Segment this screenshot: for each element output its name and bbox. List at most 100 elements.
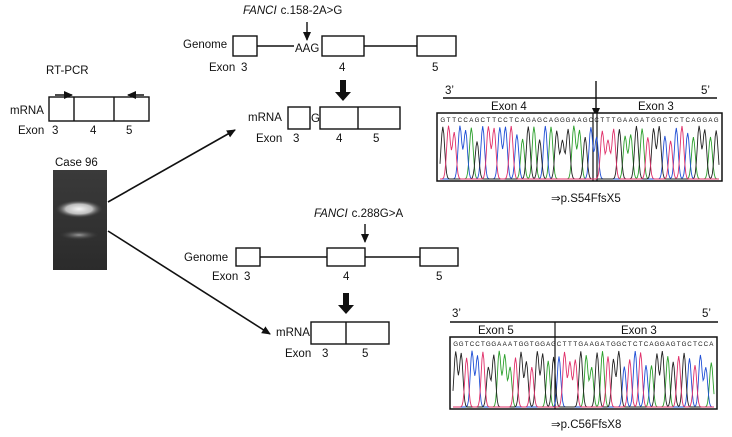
top-chromatogram-traces bbox=[439, 125, 720, 180]
top-base-47: A bbox=[708, 117, 713, 124]
top-mrna-exon45 bbox=[319, 106, 401, 130]
bottom-mrna-box bbox=[310, 321, 390, 345]
bottom-mrna-exon3-num: 3 bbox=[322, 348, 328, 360]
top-mrna-exon3-num: 3 bbox=[293, 133, 299, 145]
bottom-base-36: A bbox=[649, 341, 654, 348]
top-mrna-g: G bbox=[311, 113, 320, 125]
bottom-base-8: A bbox=[497, 341, 502, 348]
top-aag-label: AAG bbox=[295, 43, 319, 55]
bottom-base-34: T bbox=[639, 341, 643, 348]
bottom-base-11: T bbox=[514, 341, 518, 348]
bottom-seq-3prime: 3’ bbox=[452, 308, 461, 320]
bottom-seq-exon-left: Exon 5 bbox=[478, 325, 514, 337]
bottom-genome-exon4-num: 4 bbox=[343, 271, 350, 283]
bottom-chromatogram-frame bbox=[449, 336, 718, 410]
top-mrna-exon3 bbox=[287, 106, 311, 130]
top-base-45: G bbox=[697, 117, 702, 124]
top-base-11: C bbox=[503, 117, 508, 124]
bottom-base-44: T bbox=[693, 341, 697, 348]
top-base-34: G bbox=[634, 117, 639, 124]
top-genome-label: Genome bbox=[183, 39, 227, 51]
top-base-48: G bbox=[714, 117, 719, 124]
bottom-base-35: C bbox=[644, 341, 649, 348]
top-base-0: G bbox=[440, 117, 445, 124]
top-seq-exon-left: Exon 4 bbox=[491, 101, 527, 113]
bottom-genome-exon-prefix: Exon bbox=[212, 271, 238, 283]
bottom-transcription-arrow bbox=[338, 293, 354, 314]
rtpcr-exon-prefix: Exon bbox=[18, 125, 44, 137]
top-base-40: T bbox=[669, 117, 673, 124]
top-base-7: C bbox=[480, 117, 485, 124]
top-base-16: A bbox=[532, 117, 537, 124]
top-base-1: T bbox=[447, 117, 451, 124]
top-base-24: A bbox=[577, 117, 582, 124]
bottom-genome-label: Genome bbox=[184, 252, 228, 264]
rtpcr-exon-3: 3 bbox=[52, 125, 58, 137]
bottom-base-33: C bbox=[633, 341, 638, 348]
rtpcr-panel: RT-PCR mRNA Exon 3 4 5 bbox=[10, 65, 150, 137]
top-base-9: T bbox=[492, 117, 496, 124]
bottom-base-3: C bbox=[470, 341, 475, 348]
bottom-base-14: T bbox=[530, 341, 534, 348]
bottom-base-13: G bbox=[524, 341, 529, 348]
bottom-mrna-exon-prefix: Exon bbox=[285, 348, 311, 360]
bottom-chromatogram-traces bbox=[452, 350, 715, 408]
top-mrna-exon5-num: 5 bbox=[373, 133, 379, 145]
bottom-base-17: A bbox=[546, 341, 551, 348]
top-base-28: T bbox=[600, 117, 604, 124]
bottom-genome-exon3 bbox=[235, 247, 261, 267]
top-base-35: A bbox=[640, 117, 645, 124]
top-mrna-exon4-num: 4 bbox=[336, 133, 343, 145]
bottom-mrna-exon5-num: 5 bbox=[362, 348, 368, 360]
rtpcr-exon-4: 4 bbox=[90, 125, 97, 137]
top-transcription-arrow bbox=[335, 80, 351, 101]
rtpcr-exon-5: 5 bbox=[126, 125, 132, 137]
top-base-25: G bbox=[583, 117, 588, 124]
top-base-21: G bbox=[560, 117, 565, 124]
arrow-to-top-mrna bbox=[107, 129, 236, 203]
top-base-17: G bbox=[537, 117, 542, 124]
top-mrna-exon-prefix: Exon bbox=[256, 133, 282, 145]
top-base-10: C bbox=[498, 117, 503, 124]
bottom-base-9: A bbox=[503, 341, 508, 348]
bottom-base-42: G bbox=[682, 341, 687, 348]
top-genome-exon5-num: 5 bbox=[432, 62, 438, 74]
bottom-base-45: C bbox=[698, 341, 703, 348]
bottom-base-7: G bbox=[491, 341, 496, 348]
top-seq-5prime: 5’ bbox=[701, 85, 710, 97]
top-seq-exon-right: Exon 3 bbox=[638, 101, 674, 113]
top-base-39: C bbox=[663, 117, 668, 124]
gel-panel: Case 96 bbox=[53, 157, 107, 270]
bottom-base-27: A bbox=[600, 341, 605, 348]
bottom-base-43: C bbox=[687, 341, 692, 348]
bottom-seq-5prime: 5’ bbox=[702, 308, 711, 320]
top-base-31: G bbox=[617, 117, 622, 124]
bottom-base-20: T bbox=[563, 341, 567, 348]
top-genome-exon3 bbox=[232, 35, 258, 57]
bottom-base-28: T bbox=[606, 341, 610, 348]
top-base-23: A bbox=[572, 117, 577, 124]
bottom-base-16: G bbox=[540, 341, 545, 348]
bottom-seq-exon-right: Exon 3 bbox=[621, 325, 657, 337]
gel-band-upper bbox=[55, 200, 103, 218]
bottom-base-0: G bbox=[453, 341, 458, 348]
bottom-mrna-label: mRNA bbox=[276, 327, 310, 339]
top-base-46: G bbox=[702, 117, 707, 124]
bottom-genome-exon3-num: 3 bbox=[244, 271, 250, 283]
top-base-22: G bbox=[566, 117, 571, 124]
rtpcr-mrna-label: mRNA bbox=[10, 105, 44, 117]
top-base-18: C bbox=[543, 117, 548, 124]
rtpcr-title: RT-PCR bbox=[46, 65, 89, 77]
top-genome-exon-prefix: Exon bbox=[209, 62, 235, 74]
top-base-44: A bbox=[691, 117, 696, 124]
top-genome-exon4-num: 4 bbox=[339, 62, 346, 74]
bottom-result: ⇒p.C56FfsX8 bbox=[551, 419, 621, 431]
bottom-base-23: G bbox=[578, 341, 583, 348]
top-base-26: C bbox=[589, 117, 594, 124]
